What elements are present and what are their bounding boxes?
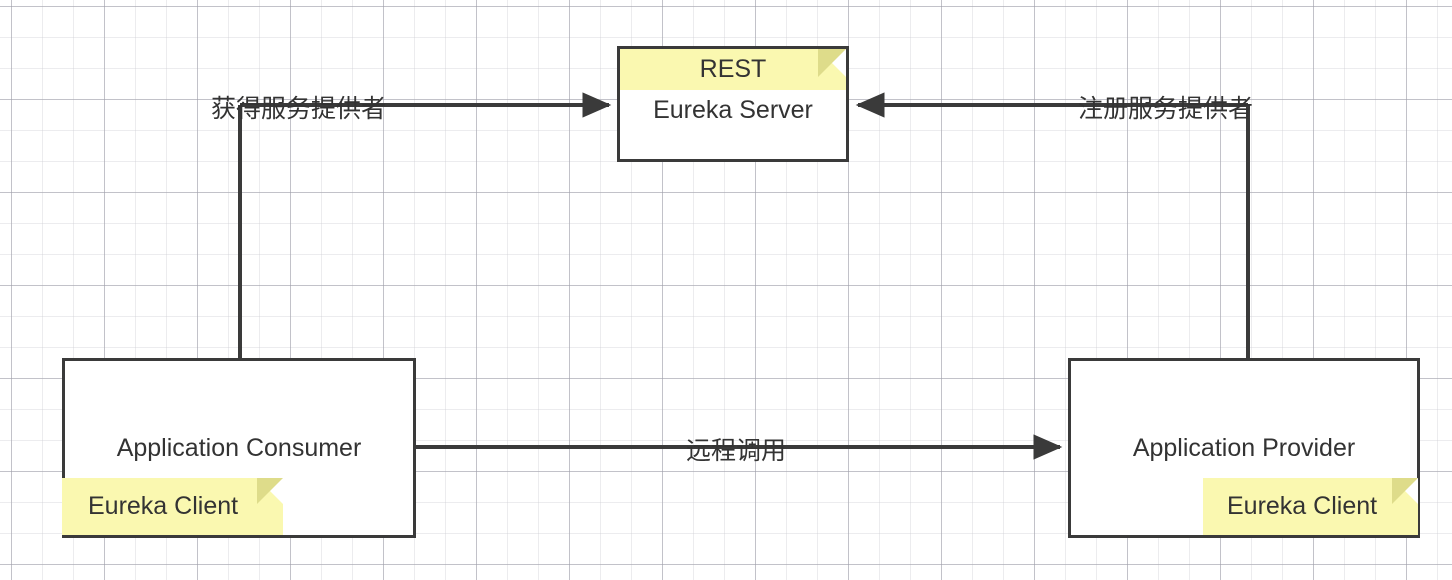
note-eureka-client-provider: Eureka Client <box>1203 478 1418 535</box>
edge-provider-to-server <box>855 92 1250 358</box>
edge-consumer-to-server <box>238 92 612 358</box>
note-fold-shadow-icon <box>1392 478 1418 504</box>
node-eureka-server-label: Eureka Server <box>653 96 813 124</box>
note-fold-shadow-icon <box>257 478 283 504</box>
note-eureka-client-provider-label: Eureka Client <box>1227 492 1378 520</box>
note-rest: REST <box>620 49 846 90</box>
node-application-provider-label: Application Provider <box>1132 434 1356 462</box>
note-rest-label: REST <box>699 55 767 83</box>
note-eureka-client-consumer-label: Eureka Client <box>88 492 239 520</box>
edge-label-consumer-to-server: 获得服务提供者 <box>211 95 387 123</box>
edge-label-consumer-to-provider: 远程调用 <box>686 437 787 465</box>
note-eureka-client-consumer: Eureka Client <box>62 478 283 535</box>
node-eureka-server[interactable]: REST Eureka Server <box>617 46 849 162</box>
node-application-consumer-label: Application Consumer <box>116 434 362 462</box>
edge-label-provider-to-server: 注册服务提供者 <box>1078 95 1254 123</box>
note-fold-shadow-icon <box>818 49 846 77</box>
